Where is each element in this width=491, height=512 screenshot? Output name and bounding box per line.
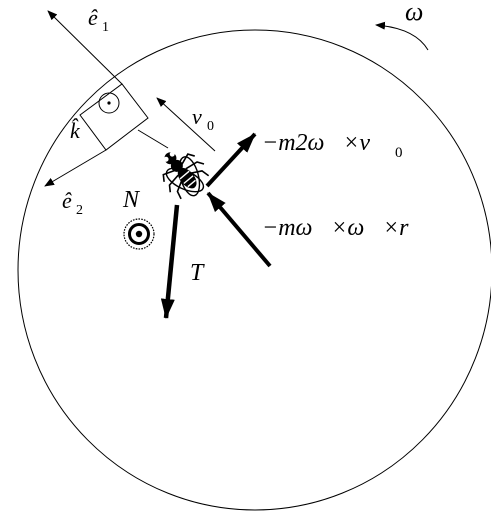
omega-rotation-arrow — [375, 21, 429, 51]
normal-force-out-of-page-icon — [123, 218, 155, 250]
centrifugal-force-arrow — [206, 191, 272, 268]
e1-label: ê — [88, 5, 98, 30]
k-hat-out-of-page-icon — [98, 92, 120, 114]
k-hat-label: k̂ — [70, 118, 81, 143]
radial-guide-line — [137, 129, 169, 149]
normal-force-label: N⃗ — [122, 187, 158, 213]
coriolis-force-arrow — [205, 132, 257, 188]
e1-axis-arrow — [47, 10, 123, 85]
local-frame-box — [79, 83, 149, 151]
omega-label: ω — [405, 0, 423, 26]
coriolis-label: −m2ω⃗×v⃗ — [262, 130, 389, 156]
e2-subscript: 2 — [76, 203, 83, 218]
e2-axis-arrow — [44, 149, 107, 187]
e2-label: ê — [62, 188, 72, 213]
coriolis-subscript: 0 — [395, 145, 403, 161]
v0-velocity-arrow — [156, 97, 216, 152]
e1-subscript: 1 — [102, 20, 109, 35]
tension-label: T⃗ — [190, 260, 222, 286]
tension-force-arrow — [160, 204, 180, 319]
centrifugal-label: −mω⃗×ω⃗×r⃗ — [262, 215, 427, 241]
v0-label: v⃗ — [192, 104, 219, 129]
rotating-disk — [17, 29, 491, 511]
fly-icon — [162, 151, 210, 200]
v0-subscript: 0 — [207, 119, 214, 134]
